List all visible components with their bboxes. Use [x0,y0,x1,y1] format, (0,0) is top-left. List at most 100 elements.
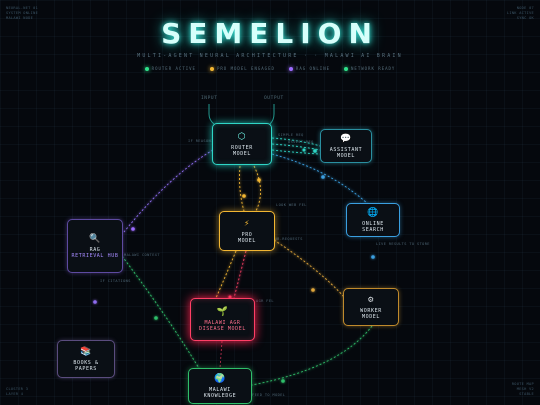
edge-worker-knowledge [251,325,373,386]
legend-item: RAG ONLINE [288,66,331,71]
edge-label: SIMPLE REQ [278,133,304,137]
corner-info-bottom-left: CLUSTER 3 LAYER 4 [6,387,28,397]
corner-text: MESH V2 [516,387,534,391]
status-dot-icon [209,66,214,71]
status-dot-icon [344,66,349,71]
edge-label: IF CITATIONS [100,279,131,283]
node-subtitle: MODEL [336,152,356,159]
books-icon: 📚 [80,346,92,357]
output-label: OUTPUT [264,96,284,101]
signal-dot [311,288,315,292]
rag-retrieval-node[interactable]: 🔍 RAG RETRIEVAL HUB [67,219,123,273]
edge-router-assistant [271,149,321,155]
corner-text: LAYER 4 [6,392,24,396]
node-subtitle: RETRIEVAL HUB [71,252,119,259]
signal-dot [93,300,97,304]
edge-router-assistant [271,137,321,147]
input-label: INPUT [201,96,218,101]
legend-label: PRO MODEL ENGAGED [216,66,275,71]
corner-text: SYSTEM ONLINE [6,11,39,15]
magnifier-icon: 🔍 [89,233,101,244]
app-title: SEMELION [161,17,379,50]
node-subtitle: MODEL [237,237,257,244]
malawi-agr-disease-node[interactable]: 🌱 MALAWI AGR DISEASE MODEL [190,298,255,341]
status-legend: ROUTER ACTIVE PRO MODEL ENGAGED RAG ONLI… [0,66,540,71]
node-title: MALAWI AGR [204,320,241,326]
node-title: PRO [241,231,253,238]
edge-label: LIVE RESULTS TO STORE [376,242,430,246]
gear-icon: ⚙ [367,294,375,305]
corner-info-top-left: NEURAL-NET 01 SYSTEM ONLINE MALAWI NODE [6,6,38,21]
chat-bubble-icon: 💬 [340,133,352,144]
input-edge [208,104,215,125]
edge-pro-agri [215,250,237,299]
signal-dot [313,149,317,153]
node-subtitle: MODEL [232,150,252,157]
corner-info-bottom-right: ROUTE MAP MESH V2 STABLE [512,382,534,397]
legend-item: ROUTER ACTIVE [144,66,196,71]
edge-label: LOOK WEB FEL [276,203,307,207]
edge-label: FEED TO MODEL [252,393,286,397]
edge-label: IF REASONING [188,139,219,143]
signal-dot [371,255,375,259]
node-subtitle: KNOWLEDGE [203,392,237,399]
corner-text: MALAWI NODE [6,16,34,20]
node-title: ROUTER [231,144,253,151]
edge-router-rag [123,149,214,233]
corner-text: STABLE [519,392,534,396]
node-title: WORKER [360,307,382,314]
status-dot-icon [288,66,293,71]
legend-label: NETWORK READY [351,66,396,71]
legend-item: NETWORK READY [344,66,395,71]
legend-label: RAG ONLINE [295,66,331,71]
signal-dot [154,316,158,320]
edge-label: AGR FEL [256,299,274,303]
legend-item: PRO MODEL ENGAGED [209,66,275,71]
edge-agri-knowledge [219,340,223,369]
signal-dot [228,295,232,299]
signal-dot [242,194,246,198]
worker-model-node[interactable]: ⚙ WORKER MODEL [343,288,399,326]
status-dot-icon [144,66,149,71]
hexagon-icon: ⬡ [237,131,247,142]
edge-label: ASSIST REQ [288,140,314,144]
signal-dot [302,148,306,152]
edge-label: SUB-REQUESTS [272,237,303,241]
edge-router-pro [253,165,261,212]
corner-text: CLUSTER 3 [6,387,29,391]
corner-text: NEURAL-NET 01 [6,6,39,10]
edge-pro-worker [273,239,346,299]
corner-text: LINK ACTIVE [506,11,534,15]
lightning-icon: ⚡ [243,218,251,229]
router-model-node[interactable]: ⬡ ROUTER MODEL [212,123,272,165]
node-title: MALAWI [209,386,231,393]
node-title: ASSISTANT [329,146,363,153]
node-subtitle: SEARCH [362,226,384,233]
output-edge [269,104,275,125]
signal-dot [257,178,261,182]
node-subtitle: MODEL [361,313,381,320]
node-title: ONLINE [362,220,384,227]
legend-label: ROUTER ACTIVE [151,66,196,71]
edge-router-pro [239,165,245,212]
edge-pro-agri [233,250,247,299]
seedling-icon: 🌱 [216,307,229,317]
node-title: BOOKS & [73,359,99,366]
edge-rag-knowledge [121,255,201,371]
online-search-node[interactable]: 🌐 ONLINE SEARCH [346,203,400,237]
node-subtitle: DISEASE MODEL [199,326,246,332]
earth-icon: 🌍 [214,373,226,384]
corner-text: ROUTE MAP [511,382,534,386]
malawi-knowledge-node[interactable]: 🌍 MALAWI KNOWLEDGE [188,368,252,404]
corner-text: NODE 07 [516,6,534,10]
signal-dot [281,379,285,383]
globe-icon: 🌐 [367,207,379,218]
edge-label: MALAWI CONTEXT [124,253,160,257]
pro-model-node[interactable]: ⚡ PRO MODEL [219,211,275,251]
corner-text: SYNC OK [516,16,534,20]
assistant-model-node[interactable]: 💬 ASSISTANT MODEL [320,129,372,163]
corner-info-top-right: NODE 07 LINK ACTIVE SYNC OK [507,6,534,21]
edge-router-online [271,153,369,205]
books-papers-node[interactable]: 📚 BOOKS & PAPERS [57,340,115,378]
